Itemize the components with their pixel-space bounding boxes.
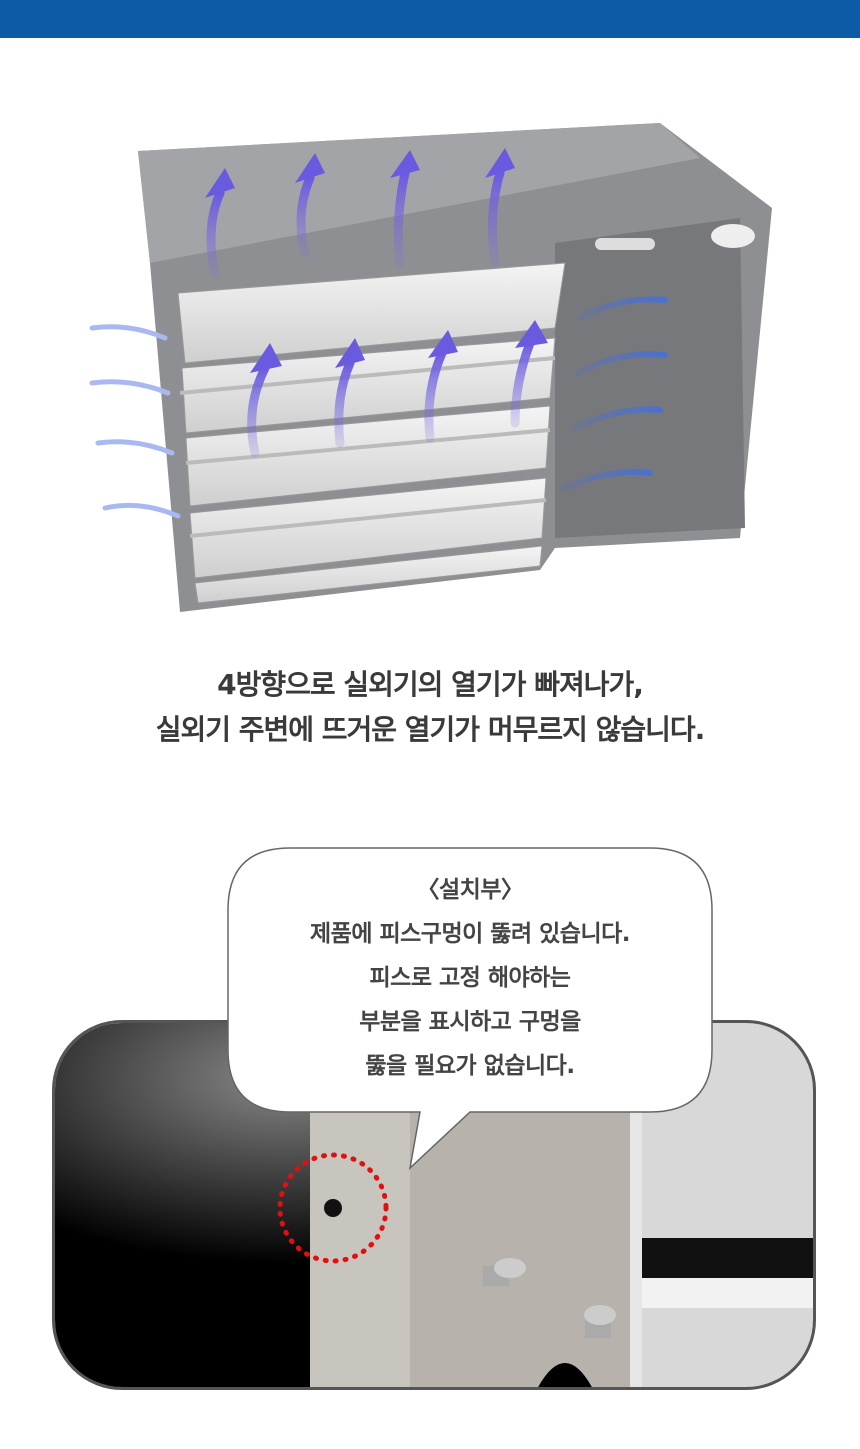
callout-line: 뚫을 필요가 없습니다. — [365, 1053, 575, 1079]
callout-title: 〈설치부〉 — [416, 877, 524, 903]
product-image-outdoor-unit-cover — [89, 123, 772, 612]
headline-line-1: 4방향으로 실외기의 열기가 빠져나가, — [217, 668, 644, 701]
callout-line: 부분을 표시하고 구멍을 — [359, 1009, 581, 1035]
top-banner — [0, 0, 860, 38]
headline-line-2: 실외기 주변에 뜨거운 열기가 머무르지 않습니다. — [155, 713, 706, 746]
callout-line: 피스로 고정 해야하는 — [369, 965, 571, 991]
callout-line: 제품에 피스구멍이 뚫려 있습니다. — [310, 921, 631, 947]
headline: 4방향으로 실외기의 열기가 빠져나가, 실외기 주변에 뜨거운 열기가 머무르… — [0, 662, 860, 752]
callout-text: 〈설치부〉 제품에 피스구멍이 뚫려 있습니다. 피스로 고정 해야하는 부분을… — [228, 868, 712, 1088]
